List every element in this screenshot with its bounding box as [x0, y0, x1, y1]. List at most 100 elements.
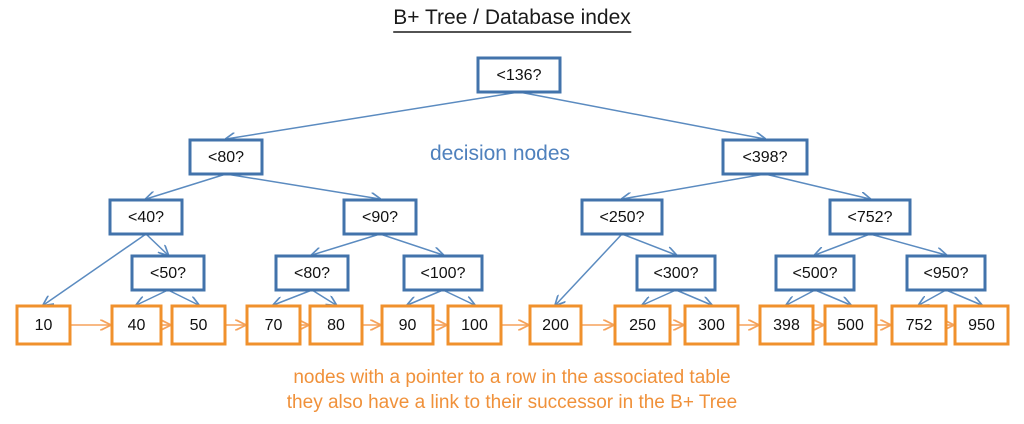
tree-edge — [621, 233, 676, 255]
leaf-node-group: 10 40 50 70 80 90 100 200 250 300 398 500 752 950 — [15, 304, 1010, 346]
leaf-node-box — [890, 304, 948, 346]
decision-node[interactable]: <250? — [580, 198, 664, 236]
decision-node-box — [580, 198, 664, 236]
tree-edge-group — [44, 91, 982, 305]
decision-node-box — [774, 254, 856, 292]
leaf-node-label: 752 — [906, 317, 933, 334]
tree-edge — [945, 289, 982, 305]
tree-edge — [226, 91, 520, 139]
leaf-node[interactable]: 500 — [823, 304, 878, 346]
decision-node[interactable]: <752? — [828, 198, 912, 236]
leaf-node-box — [758, 304, 815, 346]
decision-node-box — [130, 254, 206, 292]
leaf-node-box — [15, 304, 72, 346]
decision-node-label: <136? — [497, 67, 542, 84]
leaf-node-box — [245, 304, 302, 346]
decision-node[interactable]: <40? — [108, 198, 184, 236]
tree-edge — [312, 233, 381, 255]
decision-node[interactable]: <950? — [905, 254, 987, 292]
tree-edge — [814, 289, 851, 305]
tree-edge — [44, 233, 147, 305]
leaf-node-box — [683, 304, 740, 346]
leaf-node-box — [380, 304, 435, 346]
leaf-node-label: 40 — [128, 317, 146, 334]
leaf-node[interactable]: 40 — [110, 304, 163, 346]
leaf-node[interactable]: 100 — [446, 304, 503, 346]
tree-edge — [518, 91, 765, 139]
tree-edge — [145, 233, 168, 255]
leaf-node-label: 50 — [190, 317, 208, 334]
decision-node-label: <950? — [924, 265, 969, 282]
leaf-node[interactable]: 70 — [245, 304, 302, 346]
decision-node[interactable]: <500? — [774, 254, 856, 292]
leaf-node[interactable]: 200 — [528, 304, 583, 346]
decision-node-label: <50? — [150, 265, 186, 282]
leaf-node[interactable]: 300 — [683, 304, 740, 346]
leaf-node-box — [613, 304, 672, 346]
leaf-node[interactable]: 250 — [613, 304, 672, 346]
leaf-node-box — [823, 304, 878, 346]
tree-edge — [442, 289, 475, 305]
decision-node[interactable]: <300? — [635, 254, 717, 292]
tree-edge — [815, 233, 871, 255]
decision-nodes-annotation: decision nodes — [430, 142, 570, 165]
decision-node[interactable]: <80? — [188, 138, 264, 176]
decision-node-box — [828, 198, 912, 236]
leaf-caption-line-1: nodes with a pointer to a row in the ass… — [293, 367, 730, 388]
decision-node[interactable]: <80? — [274, 254, 350, 292]
tree-edge — [643, 289, 677, 305]
decision-node-box — [905, 254, 987, 292]
decision-node-label: <90? — [362, 209, 398, 226]
leaf-node-label: 80 — [327, 317, 345, 334]
decision-node[interactable]: <398? — [721, 138, 809, 176]
decision-node-label: <40? — [128, 209, 164, 226]
leaf-node[interactable]: 950 — [953, 304, 1010, 346]
tree-edge — [408, 289, 444, 305]
leaf-node[interactable]: 10 — [15, 304, 72, 346]
leaf-node[interactable]: 752 — [890, 304, 948, 346]
leaf-node-label: 300 — [698, 317, 725, 334]
leaf-node[interactable]: 90 — [380, 304, 435, 346]
decision-node[interactable]: <90? — [342, 198, 418, 236]
decision-node[interactable]: <50? — [130, 254, 206, 292]
leaf-node[interactable]: 398 — [758, 304, 815, 346]
tree-edge — [556, 233, 623, 305]
decision-node-box — [721, 138, 809, 176]
tree-edge — [675, 289, 712, 305]
tree-edge — [787, 289, 816, 305]
tree-edge — [379, 233, 443, 255]
leaf-node[interactable]: 80 — [308, 304, 364, 346]
decision-node[interactable]: <136? — [476, 56, 562, 94]
decision-node-label: <300? — [654, 265, 699, 282]
tree-edge — [919, 289, 947, 305]
decision-node-label: <80? — [294, 265, 330, 282]
leaf-caption-line-2: they also have a link to their successor… — [287, 392, 737, 413]
leaf-node-label: 70 — [265, 317, 283, 334]
tree-edge — [311, 289, 336, 305]
decision-node[interactable]: <100? — [402, 254, 484, 292]
leaf-node-label: 500 — [837, 317, 864, 334]
tree-edge — [146, 173, 227, 199]
tree-edge — [869, 233, 946, 255]
leaf-node-box — [446, 304, 503, 346]
leaf-node-box — [170, 304, 227, 346]
decision-node-group: <136? <80? <398? <40? <90? <250? <752? <50? <80?… — [108, 56, 987, 292]
tree-edge — [622, 173, 766, 199]
leaf-node-label: 10 — [35, 317, 53, 334]
decision-node-label: <500? — [793, 265, 838, 282]
tree-edge — [274, 289, 313, 305]
decision-node-label: <250? — [600, 209, 645, 226]
leaf-node-label: 398 — [773, 317, 800, 334]
page-title-text: B+ Tree / Database index — [393, 6, 631, 29]
decision-node-box — [108, 198, 184, 236]
leaf-node-label: 250 — [629, 317, 656, 334]
leaf-node-label: 100 — [461, 317, 488, 334]
leaf-node-label: 200 — [542, 317, 569, 334]
decision-node-box — [402, 254, 484, 292]
tree-edge — [764, 173, 870, 199]
leaf-node-box — [953, 304, 1010, 346]
leaf-node[interactable]: 50 — [170, 304, 227, 346]
decision-node-box — [274, 254, 350, 292]
